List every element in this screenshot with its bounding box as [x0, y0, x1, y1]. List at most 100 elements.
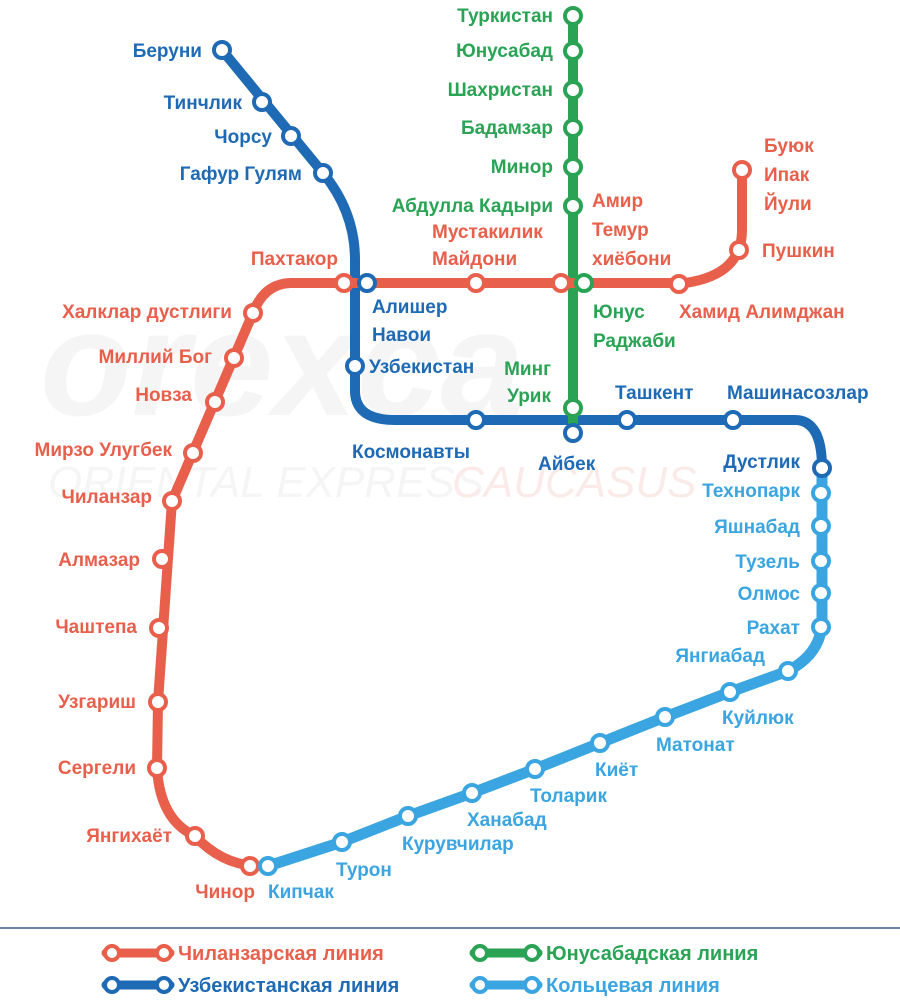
label-mustakilik-2[interactable]: Майдони: [432, 249, 517, 270]
label-kiyot[interactable]: Киёт: [595, 760, 638, 781]
label-tinchlik[interactable]: Тинчлик: [164, 93, 243, 114]
label-yangiabad[interactable]: Янгиабад: [675, 646, 765, 667]
label-ming-urik-2[interactable]: Урик: [507, 386, 551, 407]
station-kipchak-marker[interactable]: [258, 856, 278, 876]
label-novza[interactable]: Новза: [135, 385, 192, 406]
station-chinor-marker[interactable]: [240, 856, 260, 876]
label-kipchak[interactable]: Кипчак: [268, 882, 334, 903]
label-tuzel[interactable]: Тузель: [735, 552, 800, 573]
station-turkistan-marker[interactable]: [563, 6, 583, 26]
label-uzbekistan[interactable]: Узбекистан: [369, 357, 474, 378]
label-mashinasozlar[interactable]: Машинасозлар: [727, 383, 869, 404]
station-abdulla-kadyri-marker[interactable]: [563, 196, 583, 216]
label-dustlik[interactable]: Дустлик: [723, 452, 800, 473]
label-chinor[interactable]: Чинор: [195, 882, 255, 903]
label-sergeli[interactable]: Сергели: [58, 758, 136, 779]
station-tekhnopark-marker[interactable]: [811, 483, 831, 503]
station-milliy-bog-marker[interactable]: [224, 348, 244, 368]
station-yangiabad-marker[interactable]: [778, 661, 798, 681]
station-olmos-marker[interactable]: [811, 583, 831, 603]
station-uzbekistan-marker[interactable]: [345, 356, 365, 376]
station-tinchlik-marker[interactable]: [252, 92, 272, 112]
station-chashtepa-marker[interactable]: [149, 618, 169, 638]
station-almazar-marker[interactable]: [152, 549, 172, 569]
station-amir-temur-marker[interactable]: [551, 273, 571, 293]
label-almazar[interactable]: Алмазар: [58, 550, 140, 571]
label-alisher-navoi-2[interactable]: Навои: [372, 325, 431, 346]
station-kiyot-marker[interactable]: [590, 733, 610, 753]
station-kuylyuk-marker[interactable]: [720, 682, 740, 702]
label-amir-temur-2[interactable]: Темур: [592, 220, 649, 241]
label-chashtepa[interactable]: Чаштепа: [55, 617, 137, 638]
station-dustlik-marker[interactable]: [812, 458, 832, 478]
label-buyuk-2[interactable]: Ипак: [764, 165, 810, 186]
label-amir-temur-1[interactable]: Амир: [592, 191, 643, 212]
station-rakhat-marker[interactable]: [811, 617, 831, 637]
station-mustakilik-marker[interactable]: [466, 273, 486, 293]
label-mirzo[interactable]: Мирзо Улугбек: [35, 440, 173, 461]
label-ming-urik-1[interactable]: Минг: [504, 359, 551, 380]
label-kosmonavty[interactable]: Космонавты: [352, 442, 470, 463]
station-buyuk-ipak-yuli-marker[interactable]: [732, 160, 752, 180]
label-tashkent[interactable]: Ташкент: [615, 383, 693, 404]
label-chorsu[interactable]: Чорсу: [214, 127, 272, 148]
label-pushkin[interactable]: Пушкин: [762, 241, 835, 262]
label-matonat[interactable]: Матонат: [656, 735, 735, 756]
station-alisher-navoi-marker[interactable]: [357, 273, 377, 293]
station-tuzel-marker[interactable]: [811, 551, 831, 571]
label-yunus-radjabi-2[interactable]: Раджаби: [593, 331, 676, 352]
station-pakhtakor-marker[interactable]: [334, 273, 354, 293]
station-matonat-marker[interactable]: [655, 707, 675, 727]
label-hamid-alimdjan[interactable]: Хамид Алимджан: [679, 302, 845, 323]
station-pushkin-marker[interactable]: [729, 240, 749, 260]
station-mirzo-marker[interactable]: [183, 443, 203, 463]
label-amir-temur-3[interactable]: хиёбони: [592, 249, 671, 270]
label-pakhtakor[interactable]: Пахтакор: [251, 249, 338, 270]
label-beruni[interactable]: Беруни: [133, 41, 202, 62]
station-sergeli-marker[interactable]: [147, 758, 167, 778]
label-badamzar[interactable]: Бадамзар: [461, 118, 553, 139]
station-khalklar-marker[interactable]: [243, 303, 263, 323]
label-gafur-gulyam[interactable]: Гафур Гулям: [180, 164, 302, 185]
label-uzgarish[interactable]: Узгариш: [58, 692, 136, 713]
label-khalklar[interactable]: Халклар дустлиги: [62, 302, 232, 323]
station-chilanzar-marker[interactable]: [162, 491, 182, 511]
label-khanabad[interactable]: Ханабад: [467, 810, 547, 831]
station-hamid-alimdjan-marker[interactable]: [669, 274, 689, 294]
station-turon-marker[interactable]: [332, 832, 352, 852]
label-yunus-radjabi-1[interactable]: Юнус: [593, 302, 645, 323]
label-tekhnopark[interactable]: Технопарк: [702, 481, 800, 502]
station-mashinasozlar-marker[interactable]: [723, 410, 743, 430]
station-aybek-marker[interactable]: [563, 423, 583, 443]
label-alisher-navoi-1[interactable]: Алишер: [372, 297, 447, 318]
station-badamzar-marker[interactable]: [563, 118, 583, 138]
label-mustakilik-1[interactable]: Мустакилик: [432, 222, 543, 243]
station-tolarik-marker[interactable]: [525, 759, 545, 779]
label-tolarik[interactable]: Толарик: [530, 786, 607, 807]
label-buyuk-1[interactable]: Буюк: [764, 136, 814, 157]
label-yangikhayot[interactable]: Янгихаёт: [86, 826, 172, 847]
label-turkistan[interactable]: Туркистан: [457, 6, 553, 27]
label-buyuk-3[interactable]: Йули: [764, 193, 812, 215]
station-yunus-radjabi-marker[interactable]: [574, 273, 594, 293]
station-yashnabad-marker[interactable]: [811, 516, 831, 536]
station-tashkent-marker[interactable]: [617, 410, 637, 430]
station-shahristan-marker[interactable]: [563, 80, 583, 100]
station-chorsu-marker[interactable]: [281, 126, 301, 146]
station-yangikhayot-marker[interactable]: [185, 826, 205, 846]
station-uzgarish-marker[interactable]: [148, 692, 168, 712]
label-olmos[interactable]: Олмос: [738, 584, 801, 605]
station-novza-marker[interactable]: [205, 392, 225, 412]
label-shahristan[interactable]: Шахристан: [448, 80, 553, 101]
label-rakhat[interactable]: Рахат: [747, 618, 800, 639]
station-ming-urik-marker[interactable]: [563, 398, 583, 418]
label-yashnabad[interactable]: Яшнабад: [714, 517, 800, 538]
station-yunusabad-marker[interactable]: [563, 41, 583, 61]
station-kosmonavty-marker[interactable]: [466, 410, 486, 430]
label-chilanzar[interactable]: Чиланзар: [61, 487, 152, 508]
label-kuruvchilar[interactable]: Курувчилар: [402, 834, 514, 855]
label-aybek[interactable]: Айбек: [538, 454, 596, 475]
station-khanabad-marker[interactable]: [462, 783, 482, 803]
label-minor[interactable]: Минор: [491, 157, 553, 178]
label-turon[interactable]: Турон: [336, 860, 392, 881]
